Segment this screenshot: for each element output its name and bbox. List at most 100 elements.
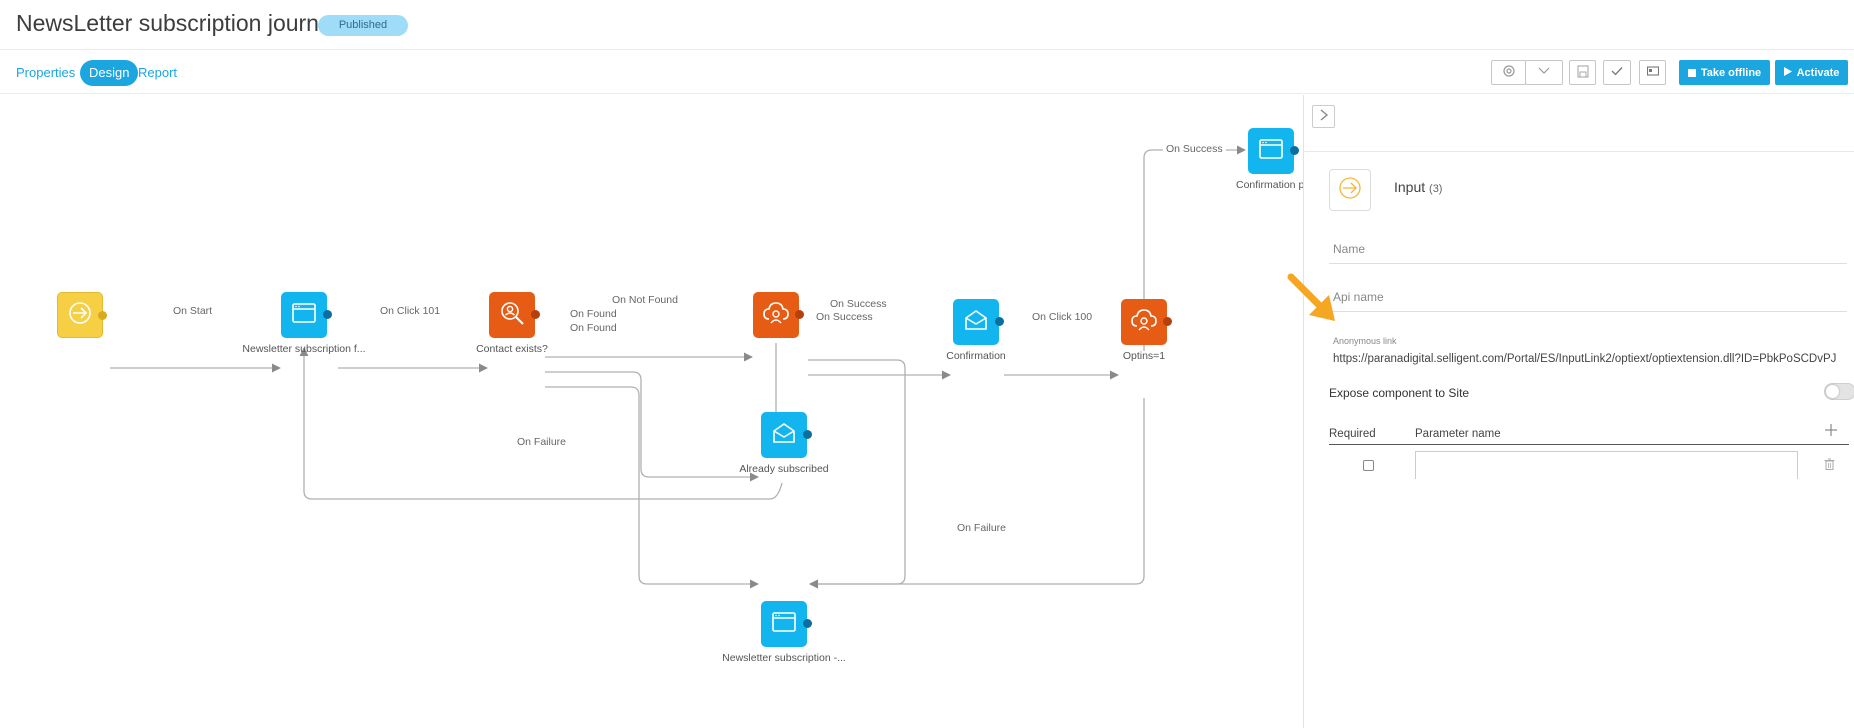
- settings-button[interactable]: [1491, 60, 1526, 85]
- node-port[interactable]: [803, 430, 812, 439]
- edge-on-failure-left: [299, 347, 783, 500]
- collapse-panel-button[interactable]: [1312, 105, 1335, 128]
- edge-label: On Failure: [954, 522, 1010, 534]
- edge-label: On Click 100: [1029, 311, 1096, 323]
- save-icon: [1576, 64, 1589, 81]
- api-name-input[interactable]: [1329, 282, 1847, 311]
- component-title: Input (3): [1394, 179, 1442, 195]
- webpage-icon: [772, 611, 796, 637]
- node-label: Already subscribed: [739, 463, 829, 475]
- divider: [1304, 151, 1854, 152]
- card-icon: [1646, 66, 1659, 79]
- confirmation-node[interactable]: [953, 299, 1004, 345]
- already-subscribed-node[interactable]: [761, 412, 812, 458]
- edge-label: On Success: [827, 298, 890, 310]
- node-label: Newsletter subscription -...: [722, 652, 846, 664]
- anonymous-link-label: Anonymous link: [1333, 336, 1397, 346]
- component-title-text: Input: [1394, 179, 1426, 195]
- expose-label: Expose component to Site: [1329, 386, 1470, 400]
- expose-toggle[interactable]: [1824, 383, 1854, 400]
- node-label: Contact exists?: [476, 343, 548, 355]
- validate-button[interactable]: [1603, 60, 1631, 85]
- take-offline-button[interactable]: Take offline: [1679, 60, 1770, 85]
- newsletter-page-2-node[interactable]: [761, 601, 812, 647]
- node-label: Optins=1: [1122, 350, 1166, 362]
- toggle-knob: [1826, 385, 1839, 398]
- plus-icon: [1825, 423, 1837, 440]
- node-label: Confirmation pa: [1236, 179, 1303, 191]
- node-label: Confirmation: [946, 350, 1006, 362]
- edge-label: On Found: [567, 308, 620, 320]
- col-parameter-name: Parameter name: [1415, 428, 1501, 440]
- node-label: Newsletter subscription f...: [242, 343, 366, 355]
- edge-label: On Failure: [514, 436, 570, 448]
- save-button[interactable]: [1569, 60, 1596, 85]
- status-badge: Published: [318, 15, 408, 36]
- node-port[interactable]: [1163, 317, 1172, 326]
- edges-layer: [110, 145, 1246, 589]
- node-port[interactable]: [98, 311, 107, 320]
- node-port[interactable]: [531, 310, 540, 319]
- node-port[interactable]: [995, 317, 1004, 326]
- edge-label: On Not Found: [609, 294, 681, 306]
- cloud-contact-icon: [1130, 308, 1158, 337]
- tab-properties[interactable]: Properties: [16, 65, 76, 80]
- contact-exists-node[interactable]: [489, 292, 540, 338]
- page-title: NewsLetter subscription journey: [16, 10, 344, 36]
- node-port[interactable]: [323, 310, 332, 319]
- edge-label: On Click 101: [377, 305, 444, 317]
- activate-button[interactable]: Activate: [1775, 60, 1848, 85]
- signup-page-node[interactable]: [281, 292, 332, 338]
- toolbar: Properties Design Report: [0, 51, 1854, 94]
- node-port[interactable]: [795, 310, 804, 319]
- take-offline-label: Take offline: [1700, 66, 1762, 79]
- node-port[interactable]: [803, 619, 812, 628]
- search-contact-icon: [499, 300, 525, 331]
- anonymous-link[interactable]: https://paranadigital.selligent.com/Port…: [1333, 353, 1837, 365]
- edge-on-success-top: [1143, 145, 1246, 351]
- webpage-icon: [1259, 138, 1283, 164]
- cloud-action-node[interactable]: [753, 292, 804, 338]
- chevron-down-icon: [1537, 66, 1551, 79]
- start-node[interactable]: [57, 292, 107, 338]
- stop-icon: [1687, 68, 1696, 77]
- name-input[interactable]: [1329, 234, 1847, 263]
- envelope-icon: [964, 309, 988, 336]
- webpage-icon: [292, 302, 316, 328]
- annotation-arrow-icon: [1283, 271, 1339, 328]
- component-icon: [1329, 169, 1371, 211]
- page-header: NewsLetter subscription journey Publishe…: [0, 0, 1854, 50]
- edge-label: On Found: [567, 322, 620, 334]
- dropdown-button[interactable]: [1525, 60, 1563, 85]
- properties-panel: Input (3) Anonymous link https://paranad…: [1303, 95, 1854, 728]
- confirmation-page-node[interactable]: [1248, 128, 1299, 174]
- chevron-right-icon: [1319, 108, 1329, 126]
- play-icon: [1783, 66, 1792, 79]
- tab-report[interactable]: Report: [138, 65, 178, 80]
- input-arrow-icon: [67, 300, 93, 331]
- table-divider: [1329, 444, 1849, 445]
- edge-label: On Success: [813, 311, 876, 323]
- node-port[interactable]: [1290, 146, 1299, 155]
- activate-label: Activate: [1796, 66, 1840, 79]
- api-name-field[interactable]: [1329, 282, 1847, 312]
- tab-design[interactable]: Design: [80, 60, 139, 86]
- add-parameter-button[interactable]: [1825, 423, 1837, 441]
- check-icon: [1611, 66, 1623, 79]
- delete-parameter-button[interactable]: [1824, 457, 1835, 475]
- col-required: Required: [1329, 428, 1376, 440]
- journey-canvas[interactable]: On Start On Click 101 On Not Found On Fo…: [0, 95, 1303, 728]
- cloud-contact-icon: [762, 301, 790, 330]
- edge-label: On Start: [170, 305, 216, 317]
- required-checkbox[interactable]: [1363, 460, 1374, 471]
- optins-node[interactable]: [1121, 299, 1172, 345]
- name-field[interactable]: [1329, 234, 1847, 264]
- edge-on-found-2: [545, 386, 759, 589]
- envelope-icon: [772, 422, 796, 449]
- component-count: (3): [1429, 183, 1443, 195]
- edge-label: On Success: [1163, 143, 1226, 155]
- parameter-name-input[interactable]: [1415, 451, 1798, 479]
- preview-button[interactable]: [1639, 60, 1666, 85]
- edge-on-failure-bottom: [809, 398, 1145, 589]
